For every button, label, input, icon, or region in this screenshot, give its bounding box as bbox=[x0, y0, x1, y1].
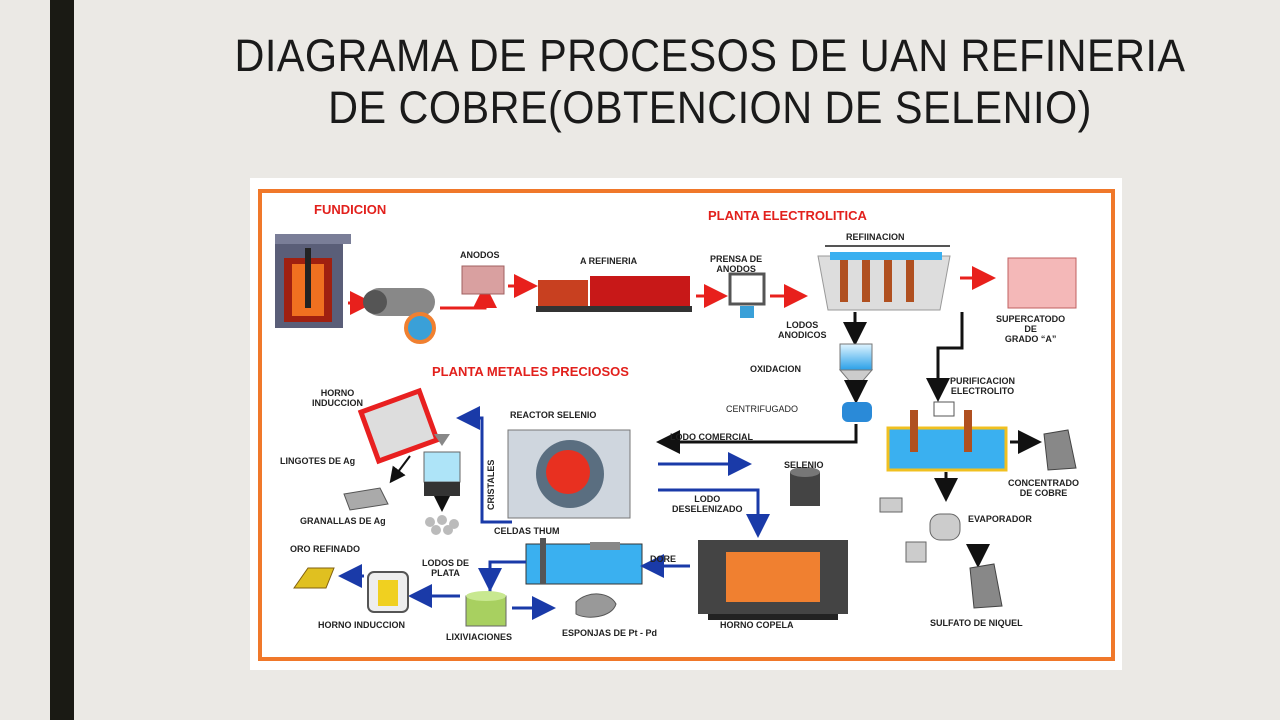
label-oxidacion: OXIDACION bbox=[750, 364, 802, 374]
selenio-drum-icon bbox=[790, 467, 820, 506]
label-a-refineria: A REFINERIA bbox=[580, 256, 638, 266]
lixiviaciones-icon bbox=[465, 591, 507, 627]
diagram-graphics bbox=[258, 189, 1115, 661]
oxidacion-tank-icon bbox=[838, 343, 874, 385]
granallas-icon bbox=[425, 515, 459, 535]
oro-refinado-icon bbox=[293, 567, 335, 589]
reactor-selenio-icon bbox=[507, 429, 631, 519]
arrow-converter-anodos bbox=[440, 284, 497, 310]
diagram-frame bbox=[258, 189, 1115, 661]
section-planta-metales-preciosos: PLANTA METALES PRECIOSOS bbox=[432, 364, 629, 379]
label-evaporador: EVAPORADOR bbox=[968, 514, 1032, 524]
celdas-thum-icon bbox=[525, 538, 643, 585]
slide-title-line-1: DIAGRAMA DE PROCESOS DE UAN REFINERIA bbox=[234, 30, 1186, 81]
train-icon bbox=[536, 276, 692, 312]
label-horno-induccion-bottom: HORNO INDUCCION bbox=[318, 620, 405, 630]
esponjas-icon bbox=[575, 593, 617, 618]
crystallizer-icon bbox=[423, 434, 461, 496]
label-centrifugado: CENTRIFUGADO bbox=[726, 404, 798, 414]
arrow-celdas-cristales bbox=[456, 406, 512, 524]
label-cristales: CRISTALES bbox=[486, 459, 496, 510]
label-refinacion: REFIINACION bbox=[846, 232, 905, 242]
label-lixiviaciones: LIXIVIACIONES bbox=[446, 632, 513, 642]
label-lingotes-ag: LINGOTES DE Ag bbox=[280, 456, 356, 466]
converter-icon bbox=[363, 288, 436, 344]
supercatodo-icon bbox=[1007, 257, 1077, 309]
section-fundicion: FUNDICION bbox=[314, 202, 387, 217]
label-selenio: SELENIO bbox=[784, 460, 824, 470]
label-esponjas: ESPONJAS DE Pt - Pd bbox=[562, 628, 658, 638]
label-anodos: ANODOS bbox=[460, 250, 500, 260]
sulfato-bag-icon bbox=[969, 563, 1003, 609]
label-oro-refinado: ORO REFINADO bbox=[290, 544, 361, 554]
slide-title: DIAGRAMA DE PROCESOS DE UAN REFINERIA DE… bbox=[195, 30, 1225, 134]
prensa-icon bbox=[728, 272, 766, 318]
horno-induccion-top-icon bbox=[357, 387, 441, 465]
evaporador-icon bbox=[879, 497, 961, 563]
section-planta-electrolitica: PLANTA ELECTROLITICA bbox=[708, 208, 867, 223]
refinacion-cell-icon bbox=[817, 245, 951, 311]
anodos-icon bbox=[461, 265, 505, 295]
arrow-lodo-deselenizado bbox=[658, 488, 770, 538]
centrifugado-icon bbox=[842, 402, 872, 422]
furnace-icon bbox=[275, 234, 351, 328]
concentrado-bag-icon bbox=[1043, 429, 1077, 471]
lingotes-icon bbox=[343, 487, 389, 511]
horno-copela-icon bbox=[698, 540, 848, 620]
label-lodo-comercial: LODO COMERCIAL bbox=[670, 432, 753, 442]
arrow-refinacion-purificacion bbox=[926, 312, 964, 402]
label-reactor-selenio: REACTOR SELENIO bbox=[510, 410, 597, 420]
label-horno-copela: HORNO COPELA bbox=[720, 620, 794, 630]
label-sulfato-niquel: SULFATO DE NIQUEL bbox=[930, 618, 1023, 628]
arrow-celdas-lodos-plata bbox=[478, 560, 526, 592]
label-dore: DORE bbox=[650, 554, 677, 564]
process-diagram: FUNDICION PLANTA ELECTROLITICA PLANTA ME… bbox=[250, 178, 1122, 670]
arrow-horno-lingotes bbox=[389, 455, 411, 484]
label-celdas-thum: CELDAS THUM bbox=[494, 526, 560, 536]
left-accent-bar bbox=[50, 0, 74, 720]
horno-induccion-bottom-icon bbox=[367, 571, 409, 613]
label-granallas-ag: GRANALLAS DE Ag bbox=[300, 516, 386, 526]
purificacion-tank-icon bbox=[886, 401, 1008, 472]
arrow-lodo-comercial bbox=[656, 424, 858, 454]
slide-title-line-2: DE COBRE(OBTENCION DE SELENIO) bbox=[328, 82, 1092, 133]
